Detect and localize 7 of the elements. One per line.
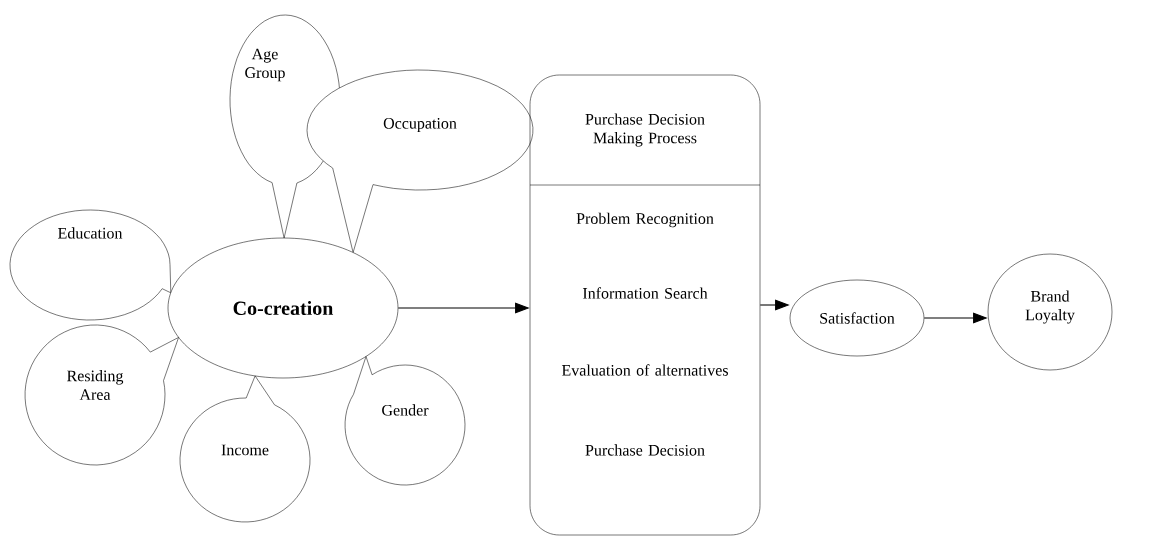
callout-bubble: Occupation (306, 69, 534, 253)
process-box: Purchase Decision Making Process Problem Recognition Information Search Evaluation of alternatives Purchase Decision (529, 74, 761, 536)
callout-bubble: Education (9, 209, 172, 321)
callout-bubble: Residing Area (24, 324, 179, 466)
callout-bubble: Income (179, 375, 311, 523)
callout-bubble: Age Group (229, 14, 341, 239)
callout-bubble: Gender (344, 356, 466, 486)
